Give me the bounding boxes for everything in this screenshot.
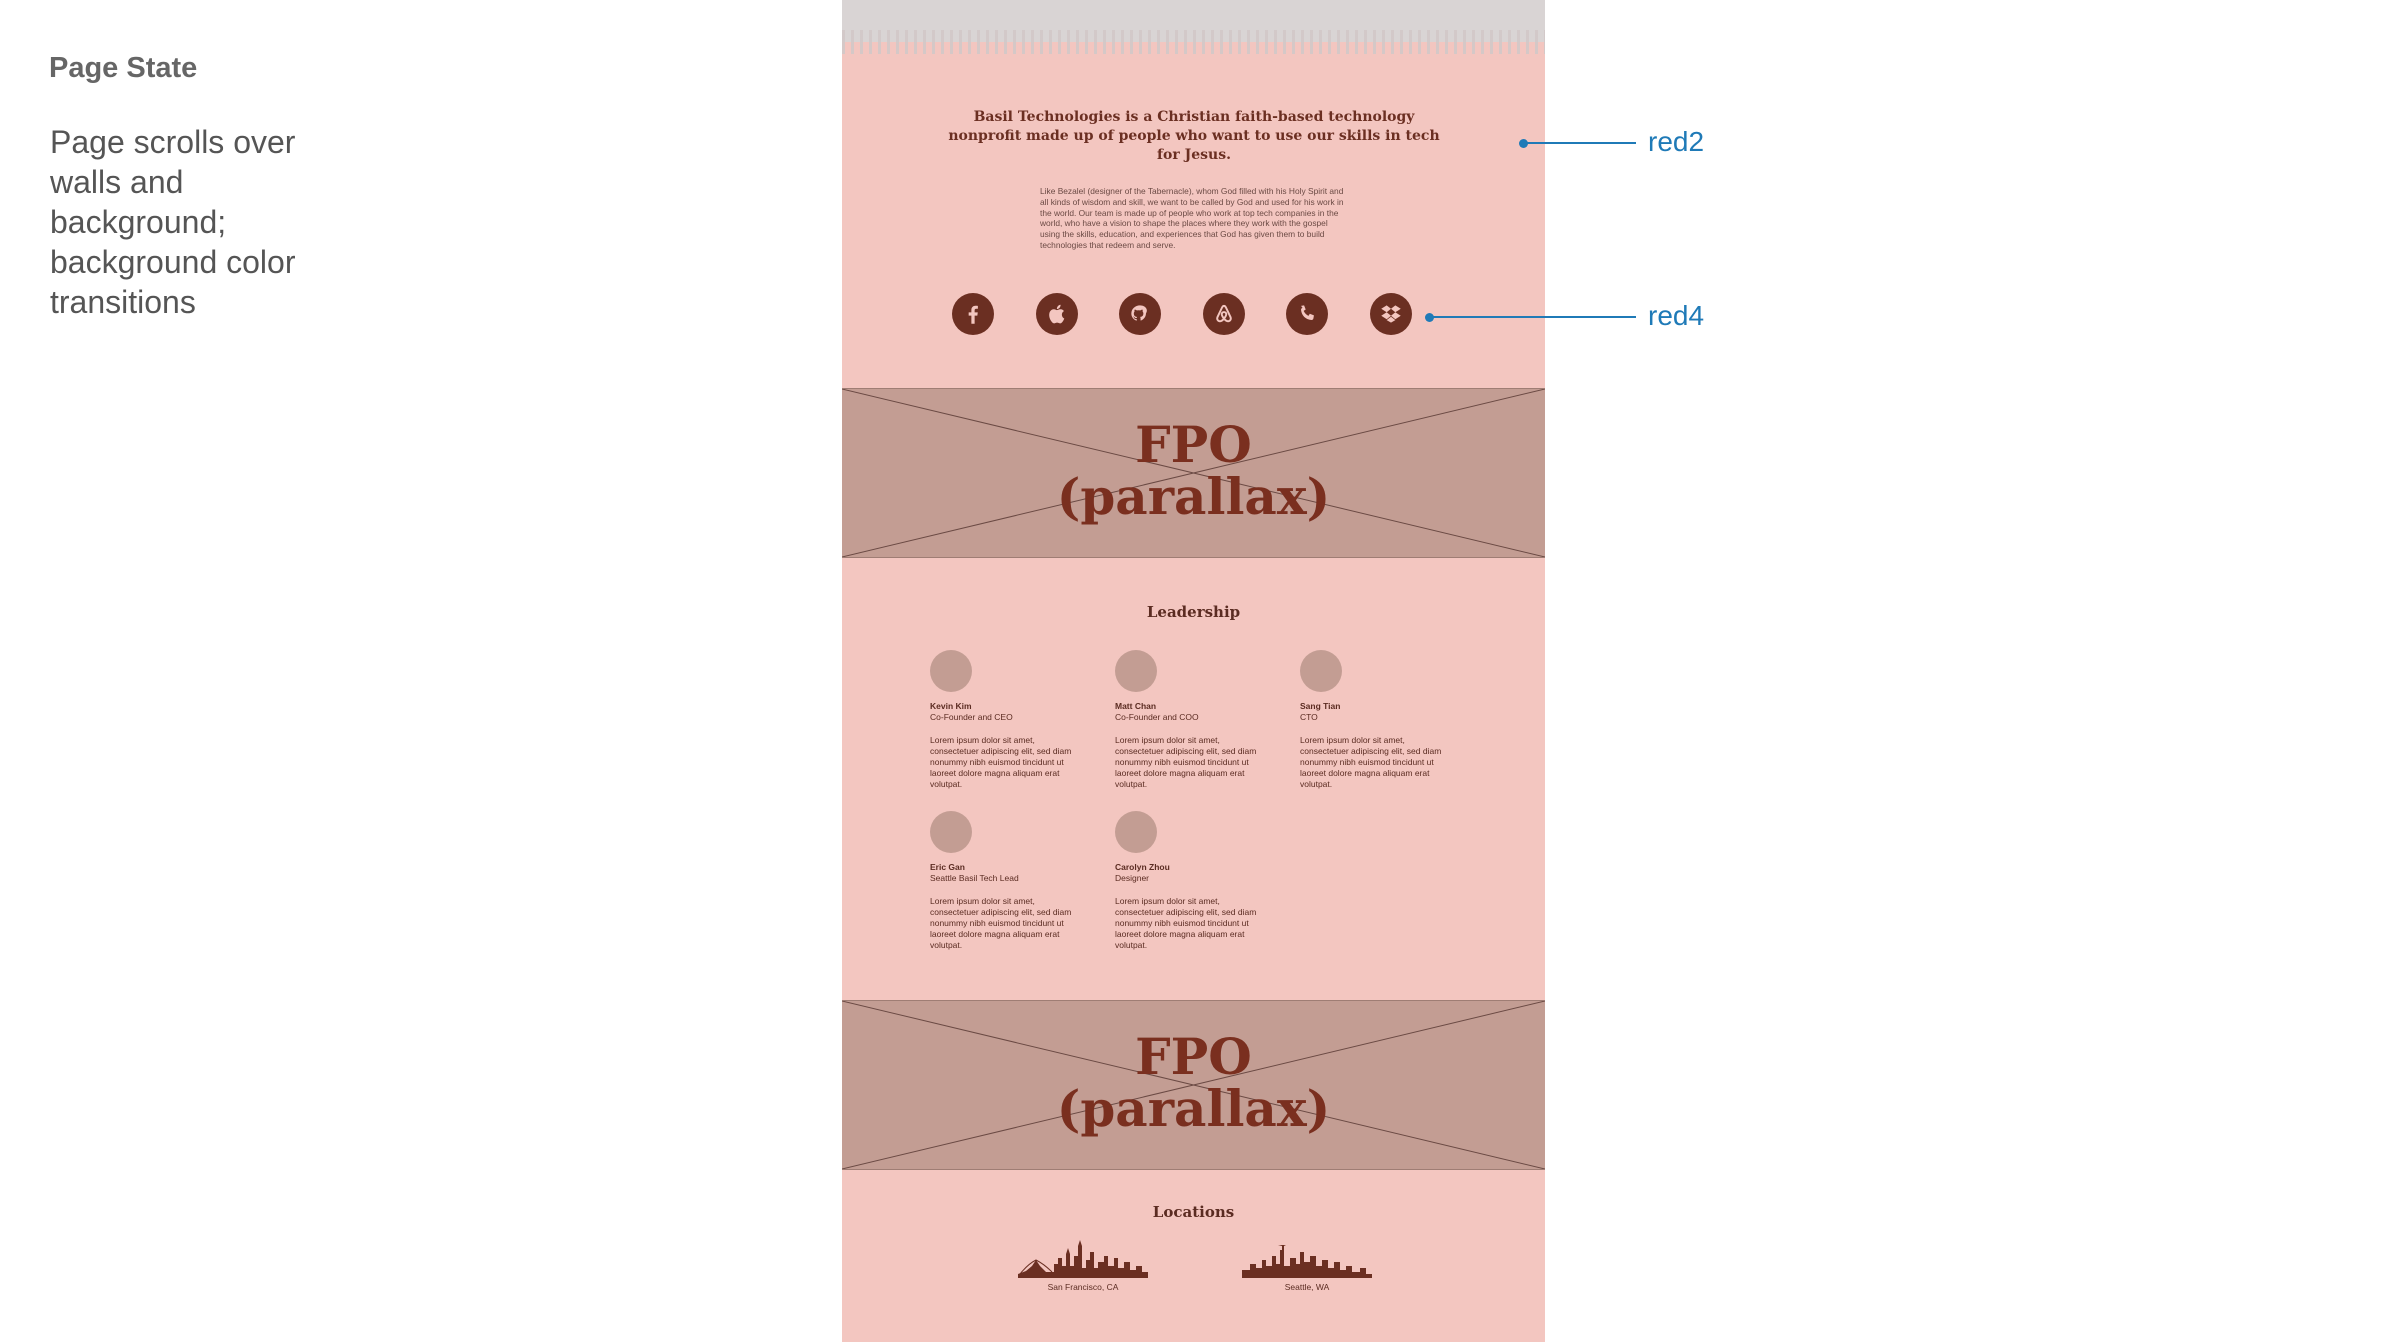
- leader-name: Carolyn Zhou: [1115, 862, 1170, 872]
- seattle-skyline-icon: [1242, 1245, 1372, 1278]
- avatar: [1115, 650, 1157, 692]
- leader-bio: Lorem ipsum dolor sit amet, consectetuer…: [1115, 735, 1257, 789]
- callout-dot: [1519, 139, 1528, 148]
- leader-card: Kevin Kim Co-Founder and CEO Lorem ipsum…: [930, 650, 1090, 790]
- sponsor-icons: [952, 293, 1412, 337]
- leadership-title: Leadership: [1146, 603, 1241, 621]
- leader-role: CTO: [1300, 712, 1318, 722]
- avatar: [1115, 811, 1157, 853]
- avatar: [1300, 650, 1342, 692]
- leader-card: Matt Chan Co-Founder and COO Lorem ipsum…: [1115, 650, 1275, 790]
- callout-label-red4: red4: [1648, 300, 1705, 331]
- avatar: [930, 811, 972, 853]
- facebook-icon[interactable]: [952, 293, 994, 335]
- location-san-francisco: San Francisco, CA: [1013, 1238, 1153, 1292]
- location-seattle: Seattle, WA: [1237, 1238, 1377, 1292]
- page-state-title: Page State: [49, 52, 198, 84]
- callout-line: [1524, 142, 1636, 144]
- city-label: Seattle, WA: [1284, 1282, 1330, 1292]
- parallax-placeholder: FPO (parallax): [842, 388, 1545, 558]
- leader-role: Co-Founder and CEO: [930, 712, 1013, 722]
- callout-label-red2: red2: [1648, 126, 1705, 157]
- san-francisco-skyline-icon: [1018, 1240, 1148, 1278]
- locations-title: Locations: [1152, 1203, 1235, 1221]
- leader-bio: Lorem ipsum dolor sit amet, consectetuer…: [1300, 735, 1442, 789]
- hero-intro: Like Bezalel (designer of the Tabernacle…: [1040, 186, 1344, 250]
- apple-icon[interactable]: [1035, 293, 1078, 335]
- parallax-label: FPO (parallax): [1056, 1027, 1331, 1138]
- leader-card: Eric Gan Seattle Basil Tech Lead Lorem i…: [930, 811, 1090, 951]
- placeholder-cross: [842, 1001, 1545, 1169]
- airbnb-icon[interactable]: [1202, 293, 1245, 335]
- placeholder-cross: [842, 389, 1545, 557]
- city-label: San Francisco, CA: [1047, 1282, 1119, 1292]
- leader-name: Matt Chan: [1115, 701, 1157, 711]
- octocat-icon[interactable]: [1119, 293, 1162, 335]
- leader-name: Sang Tian: [1300, 701, 1341, 711]
- page-mockup: Basil Technologies is a Christian faith-…: [842, 0, 1545, 1342]
- leader-role: Seattle Basil Tech Lead: [930, 873, 1019, 883]
- leader-role: Co-Founder and COO: [1115, 712, 1199, 722]
- phone-icon[interactable]: [1286, 293, 1329, 335]
- dropbox-icon[interactable]: [1369, 293, 1412, 335]
- page-state-description: Page scrolls over walls and background; …: [50, 124, 296, 320]
- avatar: [930, 650, 972, 692]
- parallax-label: FPO (parallax): [1056, 415, 1331, 526]
- hero-image-strip: [842, 0, 1545, 54]
- callout-line: [1430, 316, 1636, 318]
- parallax-placeholder: FPO (parallax): [842, 1000, 1545, 1170]
- leader-role: Designer: [1115, 873, 1150, 883]
- leader-bio: Lorem ipsum dolor sit amet, consectetuer…: [1115, 896, 1257, 950]
- leader-bio: Lorem ipsum dolor sit amet, consectetuer…: [930, 735, 1072, 789]
- leader-name: Kevin Kim: [930, 701, 972, 711]
- leader-card: Sang Tian CTO Lorem ipsum dolor sit amet…: [1300, 650, 1460, 790]
- callout-dot: [1425, 313, 1434, 322]
- leader-card: Carolyn Zhou Designer Lorem ipsum dolor …: [1115, 811, 1275, 951]
- leader-name: Eric Gan: [930, 862, 965, 872]
- leader-bio: Lorem ipsum dolor sit amet, consectetuer…: [930, 896, 1072, 950]
- hero-tagline: Basil Technologies is a Christian faith-…: [948, 109, 1440, 163]
